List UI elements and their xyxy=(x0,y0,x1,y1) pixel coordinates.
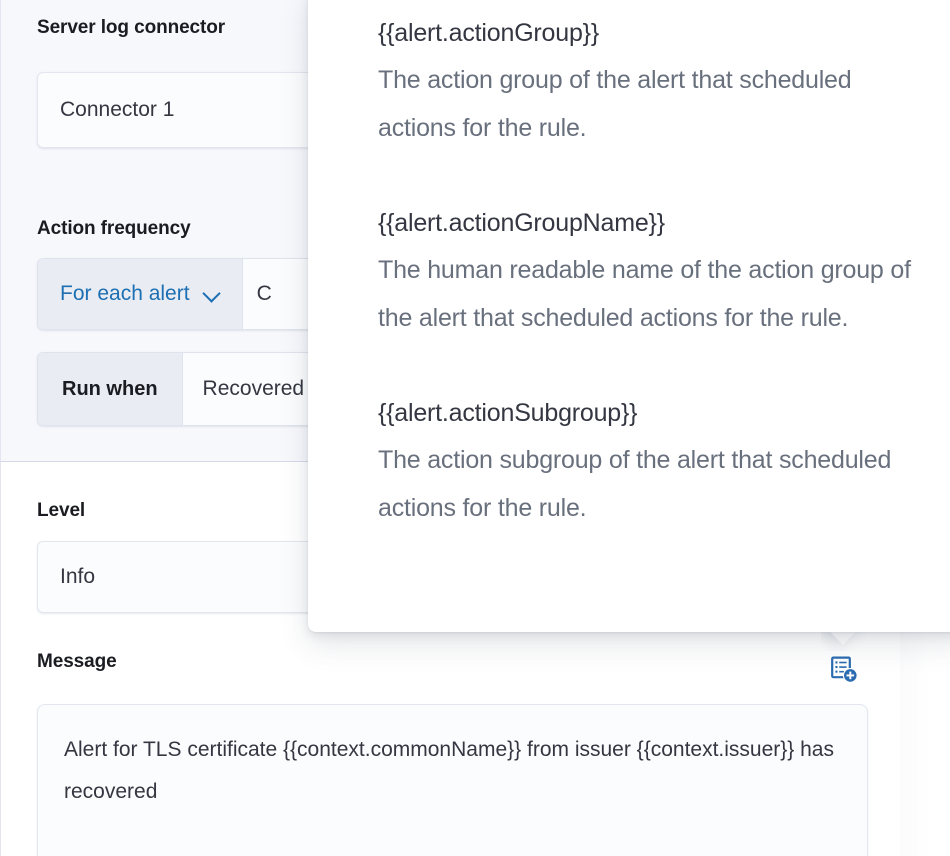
variable-item[interactable]: {{alert.actionSubgroup}} The action subg… xyxy=(378,390,922,532)
level-label: Level xyxy=(37,500,86,521)
add-variable-button[interactable] xyxy=(827,653,861,687)
variables-popover: {{alert.actionGroup}} The action group o… xyxy=(308,0,950,632)
variable-name: {{alert.actionGroup}} xyxy=(378,19,599,47)
chevron-down-icon xyxy=(204,286,220,302)
level-value: Info xyxy=(60,565,96,588)
variable-description: The human readable name of the action gr… xyxy=(378,256,911,332)
action-frequency-dropdown[interactable]: For each alert xyxy=(38,259,243,329)
add-variable-icon xyxy=(831,656,858,683)
run-when-label: Run when xyxy=(38,353,183,425)
connector-value: Connector 1 xyxy=(60,98,175,121)
variable-item[interactable]: {{alert.actionGroup}} The action group o… xyxy=(378,10,922,152)
action-frequency-value: For each alert xyxy=(60,282,190,305)
variable-description: The action group of the alert that sched… xyxy=(378,66,852,142)
server-log-connector-label: Server log connector xyxy=(37,17,226,38)
message-label: Message xyxy=(37,651,117,672)
variable-name: {{alert.actionGroupName}} xyxy=(378,209,665,237)
variable-name: {{alert.actionSubgroup}} xyxy=(378,399,638,427)
variable-description: The action subgroup of the alert that sc… xyxy=(378,446,892,522)
run-when-value: Recovered xyxy=(202,377,305,400)
action-frequency-interval-value: C xyxy=(256,282,272,305)
variable-item[interactable]: {{alert.actionGroupName}} The human read… xyxy=(378,200,922,342)
action-frequency-label: Action frequency xyxy=(37,218,191,239)
message-textarea[interactable] xyxy=(37,704,868,856)
variables-list[interactable]: {{alert.actionGroup}} The action group o… xyxy=(308,0,950,632)
